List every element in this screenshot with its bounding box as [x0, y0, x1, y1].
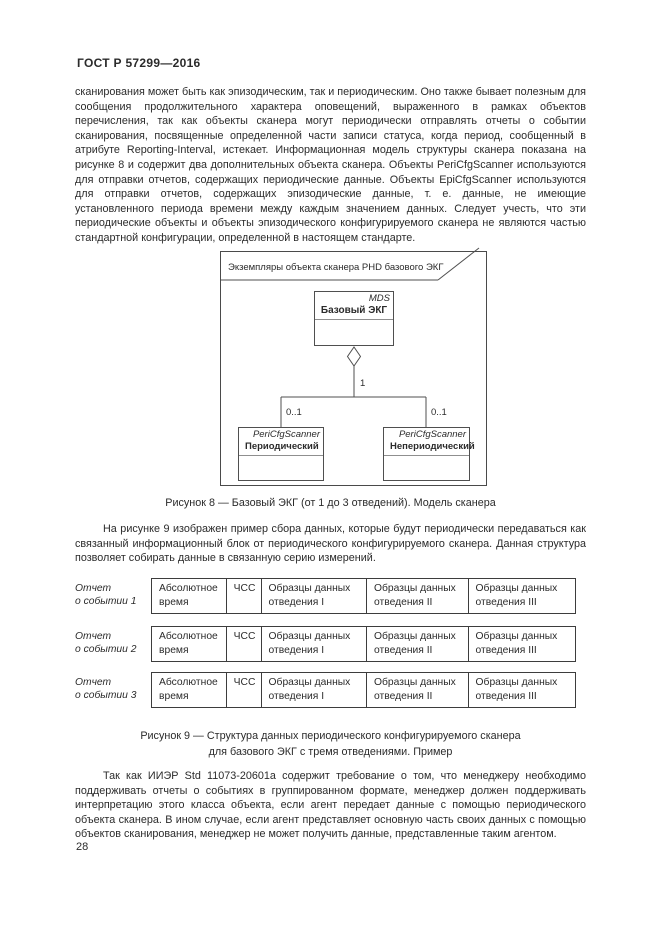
uml-box-aperiodic-title: PeriCfgScanner Непериодический — [384, 428, 475, 456]
cell-lead3-samples: Образцы данных отведения III — [467, 627, 575, 661]
row-label: Отчет о событии 1 — [75, 583, 137, 607]
uml-box-periodic: PeriCfgScanner Периодический — [238, 427, 324, 481]
cell-lead1-samples: Образцы данных отведения I — [260, 627, 366, 661]
page-number: 28 — [76, 841, 89, 853]
periodic-name: Периодический — [245, 441, 319, 452]
cell-lead2-samples: Образцы данных отведения II — [366, 579, 468, 613]
multiplicity-child-right: 0..1 — [431, 407, 447, 418]
cell-lead2-samples: Образцы данных отведения II — [366, 673, 468, 707]
uml-box-mds: MDS Базовый ЭКГ — [314, 291, 394, 346]
periodic-stereotype: PeriCfgScanner — [252, 429, 320, 440]
figure8-diagram: Экземпляры объекта сканера PHD базового … — [220, 247, 487, 486]
row-cells: Абсолютное время ЧСС Образцы данных отве… — [151, 626, 576, 662]
paragraph-3: Так как ИИЭР Std 11073-20601a содержит т… — [75, 770, 586, 841]
cell-lead1-samples: Образцы данных отведения I — [260, 673, 366, 707]
cell-absolute-time: Абсолютное время — [159, 631, 218, 656]
multiplicity-child-left: 0..1 — [286, 407, 302, 418]
cell-heart-rate: ЧСС — [225, 627, 261, 661]
aggregation-diamond-icon — [346, 346, 362, 367]
cell-lead2-samples: Образцы данных отведения II — [366, 627, 468, 661]
event-report-row-2: Отчет о событии 2 Абсолютное время ЧСС О… — [75, 626, 576, 662]
diagram-connector-lines — [221, 247, 480, 427]
figure8-caption: Рисунок 8 — Базовый ЭКГ (от 1 до 3 отвед… — [165, 497, 496, 509]
mds-stereotype: MDS — [368, 293, 390, 304]
aperiodic-stereotype: PeriCfgScanner — [398, 429, 466, 440]
cell-lead3-samples: Образцы данных отведения III — [467, 673, 575, 707]
cell-absolute-time: Абсолютное время — [159, 677, 218, 702]
diagram-frame-label: Экземпляры объекта сканера PHD базового … — [228, 262, 444, 273]
uml-box-periodic-title: PeriCfgScanner Периодический — [239, 428, 323, 456]
cell-lead3-samples: Образцы данных отведения III — [467, 579, 575, 613]
paragraph-1: сканирования может быть как эпизодически… — [75, 86, 586, 244]
event-report-row-1: Отчет о событии 1 Абсолютное время ЧСС О… — [75, 578, 576, 614]
uml-box-aperiodic: PeriCfgScanner Непериодический — [383, 427, 475, 481]
uml-box-mds-title: MDS Базовый ЭКГ — [315, 292, 393, 320]
row-cells: Абсолютное время ЧСС Образцы данных отве… — [151, 578, 576, 614]
row-label: Отчет о событии 3 — [75, 677, 137, 701]
figure9-caption: Рисунок 9 — Структура данных периодическ… — [140, 730, 521, 758]
mds-name: Базовый ЭКГ — [320, 305, 388, 316]
cell-heart-rate: ЧСС — [225, 673, 261, 707]
event-report-row-3: Отчет о событии 3 Абсолютное время ЧСС О… — [75, 672, 576, 708]
aperiodic-name: Непериодический — [390, 441, 475, 452]
row-cells: Абсолютное время ЧСС Образцы данных отве… — [151, 672, 576, 708]
paragraph-2: На рисунке 9 изображен пример сбора данн… — [75, 523, 586, 565]
page-header: ГОСТ Р 57299—2016 — [77, 56, 201, 70]
cell-heart-rate: ЧСС — [225, 579, 261, 613]
cell-lead1-samples: Образцы данных отведения I — [260, 579, 366, 613]
row-label: Отчет о событии 2 — [75, 631, 137, 655]
multiplicity-parent: 1 — [360, 378, 366, 389]
cell-absolute-time: Абсолютное время — [159, 583, 218, 608]
